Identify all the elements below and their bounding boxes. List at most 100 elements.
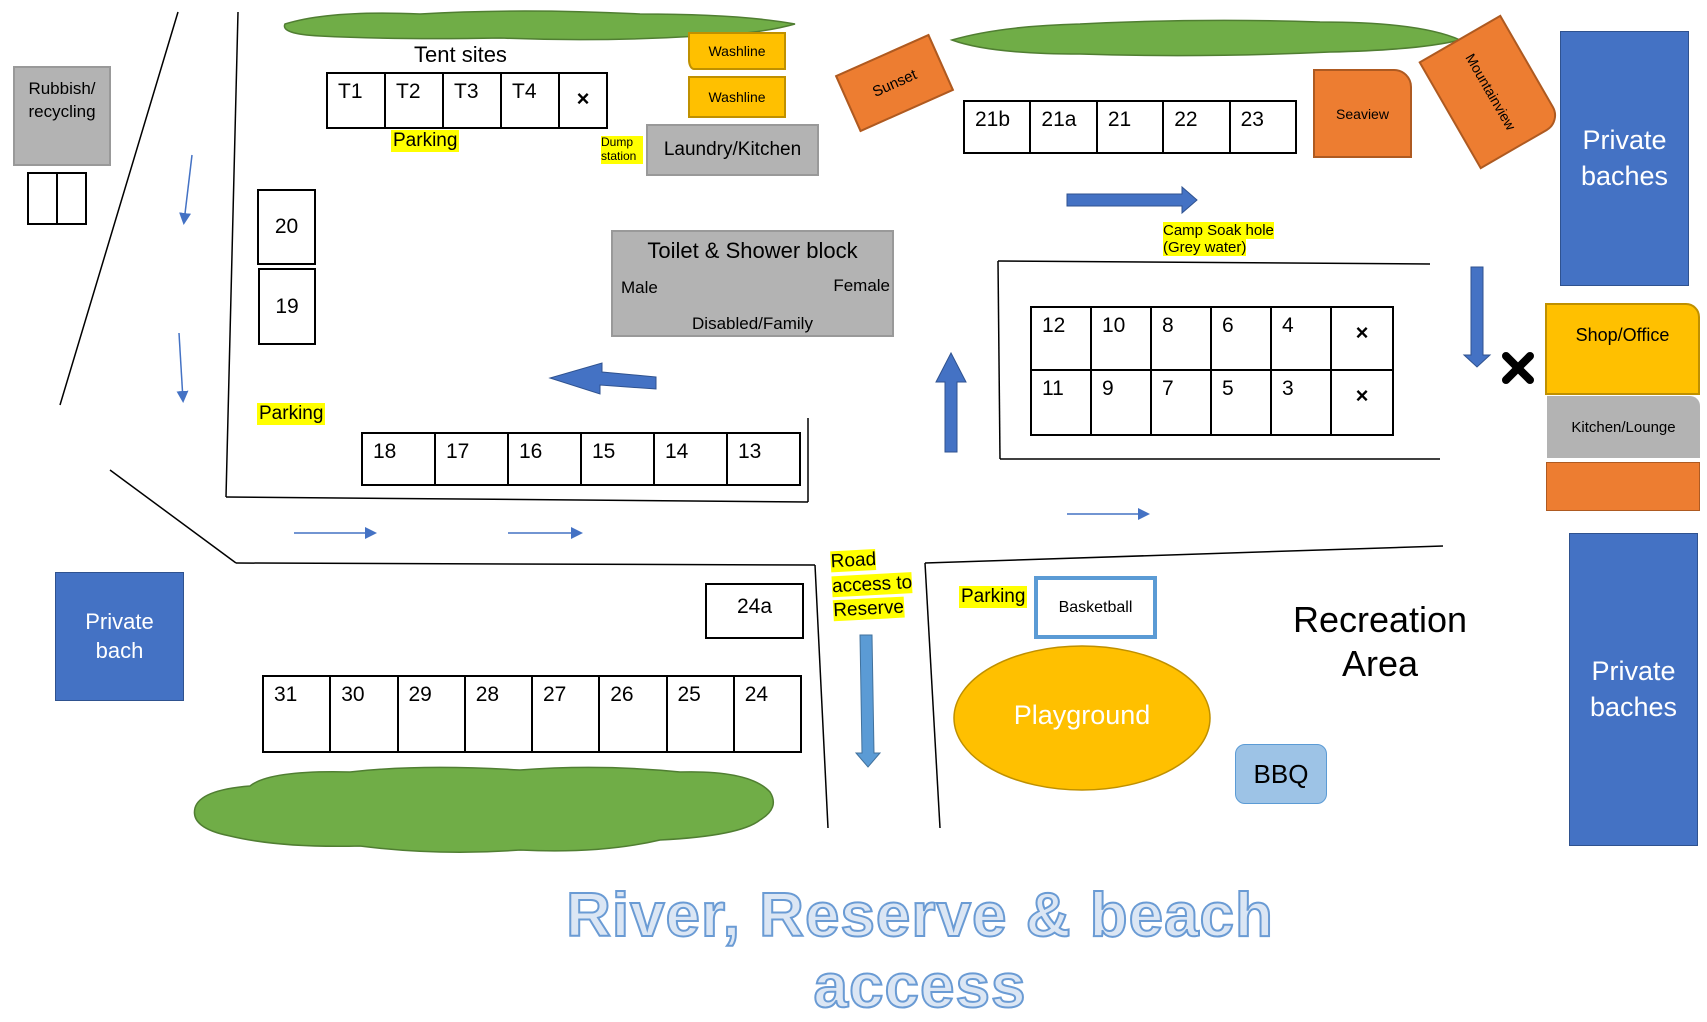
laundry-kitchen-label: Laundry/Kitchen: [663, 139, 802, 160]
road-edge: [924, 545, 1444, 564]
washline: Washline: [688, 32, 786, 70]
site[interactable]: 16: [509, 434, 582, 484]
road-edge: [109, 469, 237, 564]
site[interactable]: 26: [600, 677, 668, 751]
site[interactable]: 10: [1092, 308, 1152, 371]
site[interactable]: 22: [1164, 102, 1231, 152]
river-reserve-beach-access-title: River, Reserve & beach access: [565, 880, 1274, 1022]
toilet-shower-block[interactable]: Toilet & Shower block Male Female Disabl…: [611, 230, 894, 337]
tent-site[interactable]: T1: [328, 74, 386, 127]
private-baches-top[interactable]: Private baches: [1560, 31, 1689, 286]
tent-site[interactable]: T2: [386, 74, 444, 127]
toilet-block-title: Toilet & Shower block: [647, 238, 858, 263]
site-24a[interactable]: 24a: [705, 583, 804, 639]
site[interactable]: 13: [738, 440, 762, 463]
kitchen-lounge-label: Kitchen/Lounge: [1571, 418, 1676, 436]
site[interactable]: 23: [1240, 108, 1264, 131]
washline-label: Washline: [708, 43, 766, 59]
private-baches-label: Private baches: [1589, 656, 1678, 722]
site[interactable]: 14: [655, 434, 728, 484]
block-arrow-left-icon: [548, 362, 657, 395]
shop-office[interactable]: Shop/Office: [1545, 303, 1700, 395]
road-edge: [59, 11, 179, 406]
site[interactable]: 24: [744, 683, 769, 706]
road-access-text: Road access to Reserve: [830, 548, 913, 622]
site-20[interactable]: 20: [257, 189, 316, 265]
soak-hole-text: Camp Soak hole (Grey water): [1163, 222, 1274, 257]
dump-station-text: Dump station: [601, 135, 637, 163]
cabin-seaview[interactable]: Seaview: [1313, 69, 1412, 158]
tree-bottom: [193, 766, 775, 853]
site[interactable]: 18: [363, 434, 436, 484]
private-baches-label: Private baches: [1580, 125, 1669, 191]
site[interactable]: 29: [399, 677, 466, 751]
washline-label: Washline: [708, 89, 766, 105]
private-baches-bottom[interactable]: Private baches: [1569, 533, 1698, 846]
tent-site[interactable]: T3: [444, 74, 502, 127]
tent-sites-label: Tent sites: [414, 42, 507, 67]
toilet-disabled-label: Disabled/Family: [692, 314, 813, 333]
site-19[interactable]: 19: [258, 268, 316, 345]
playground-label[interactable]: Playground: [1013, 700, 1151, 730]
tent-parking-label: Parking: [391, 130, 460, 152]
site[interactable]: 5: [1212, 371, 1272, 434]
site-row-31-24: 31 30 29 28 27 26 25 24: [262, 675, 802, 753]
site[interactable]: 31: [264, 677, 332, 751]
recreation-area-label: Recreation Area: [1270, 598, 1490, 686]
tree-top-left: [283, 10, 796, 41]
parking-left-label: Parking: [257, 403, 326, 425]
site[interactable]: 17: [436, 434, 509, 484]
site[interactable]: 15: [582, 434, 655, 484]
rubbish-bins: [27, 172, 87, 225]
site[interactable]: 12: [1032, 308, 1092, 371]
private-bach-left[interactable]: Private bach: [55, 572, 184, 701]
road-edge: [924, 562, 941, 829]
road-edge: [225, 496, 809, 503]
washline: Washline: [688, 76, 786, 118]
site[interactable]: 30: [331, 677, 399, 751]
recreation-area-text: Recreation Area: [1292, 599, 1468, 684]
site[interactable]: 8: [1152, 308, 1212, 371]
unavailable-site-x: ×: [576, 86, 590, 111]
tree-top-right: [949, 19, 1463, 57]
site[interactable]: 3: [1272, 371, 1332, 434]
orange-building: [1546, 462, 1700, 511]
basketball-label: Basketball: [1058, 598, 1133, 616]
site-grid-12-3: 12 10 8 6 4 × 11 9 7 5 3 ×: [1030, 306, 1394, 436]
site[interactable]: 28: [466, 677, 533, 751]
site[interactable]: 11: [1032, 371, 1092, 434]
shop-office-label: Shop/Office: [1575, 325, 1670, 345]
tent-sites-row: T1 T2 T3 T4 ×: [326, 72, 608, 129]
toilet-male-label: Male: [621, 278, 658, 297]
block-arrow-right-icon: [1066, 185, 1198, 215]
rubbish-label: Rubbish/ recycling: [28, 79, 96, 121]
site[interactable]: 6: [1212, 308, 1272, 371]
rubbish-recycling: Rubbish/ recycling: [13, 66, 111, 166]
unavailable-site-x: ×: [1332, 308, 1392, 371]
basketball-court[interactable]: Basketball: [1034, 576, 1157, 639]
road-edge: [997, 260, 1431, 265]
site[interactable]: 21a: [1031, 102, 1098, 152]
closed-x-icon: [1502, 352, 1534, 384]
site-row-18-13: 18 17 16 15 14 13: [361, 432, 801, 486]
site[interactable]: 21b: [965, 102, 1032, 152]
road-edge: [235, 562, 816, 566]
arrow-down-icon: [179, 154, 193, 225]
bbq[interactable]: BBQ: [1235, 744, 1327, 804]
bbq-label: BBQ: [1253, 758, 1309, 789]
site[interactable]: 21: [1098, 102, 1165, 152]
unavailable-site-x: ×: [1355, 383, 1369, 408]
block-arrow-down-icon: [854, 634, 882, 768]
cabin-label: Sunset: [869, 65, 920, 101]
site[interactable]: 27: [533, 677, 601, 751]
site[interactable]: 25: [668, 677, 735, 751]
tent-site[interactable]: T4: [502, 74, 560, 127]
site[interactable]: 7: [1152, 371, 1212, 434]
road-boundaries-layer: [59, 10, 1534, 853]
laundry-kitchen[interactable]: Laundry/Kitchen: [646, 124, 819, 176]
toilet-female-label: Female: [833, 276, 890, 295]
site[interactable]: 4: [1272, 308, 1332, 371]
private-bach-label: Private bach: [85, 608, 154, 663]
kitchen-lounge[interactable]: Kitchen/Lounge: [1547, 396, 1700, 458]
site[interactable]: 9: [1092, 371, 1152, 434]
